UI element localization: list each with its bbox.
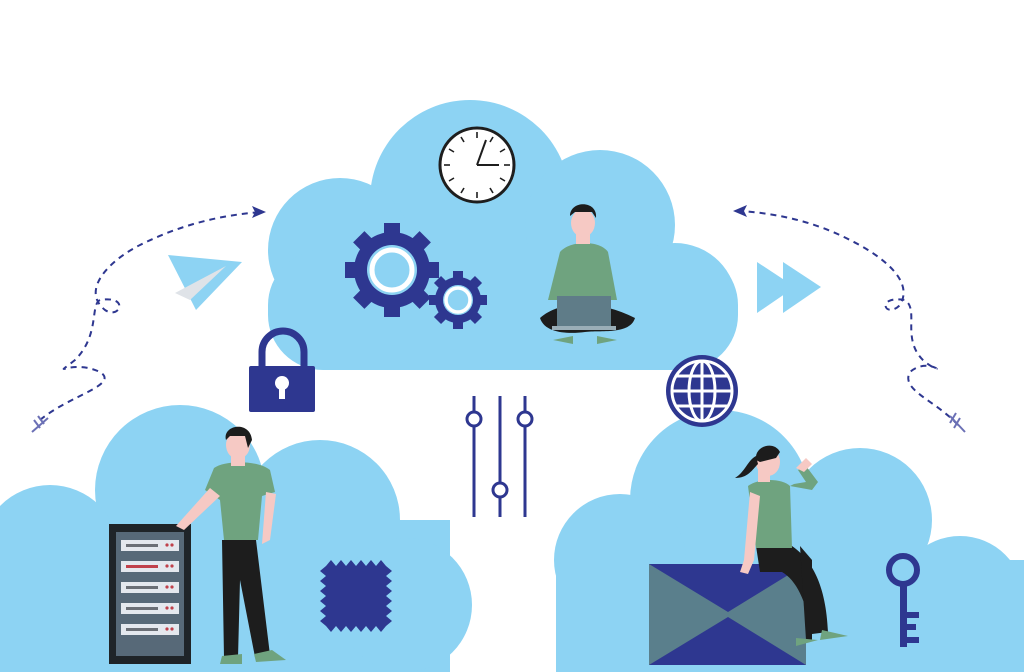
globe-icon bbox=[666, 355, 738, 427]
right-arrow-tail bbox=[949, 412, 966, 433]
sliders-icon bbox=[465, 396, 534, 517]
envelope-icon bbox=[649, 564, 806, 665]
paper-plane-icon bbox=[168, 255, 242, 310]
right-dashed-arrow bbox=[741, 210, 959, 426]
small-gear-icon bbox=[429, 271, 487, 329]
sitting-woman bbox=[735, 445, 848, 646]
left-arrow-tail bbox=[31, 415, 49, 433]
padlock-icon bbox=[249, 327, 315, 412]
left-dashed-arrow bbox=[39, 211, 263, 421]
fast-forward-icon bbox=[757, 262, 821, 313]
person-with-laptop bbox=[540, 204, 635, 344]
server-rack-icon bbox=[109, 524, 191, 664]
standing-man bbox=[176, 426, 286, 664]
clock-icon bbox=[438, 126, 516, 204]
microchip-icon bbox=[320, 560, 392, 632]
gear-icon bbox=[345, 223, 439, 317]
left-arrowhead bbox=[252, 206, 266, 218]
right-arrowhead bbox=[733, 205, 747, 217]
key-icon bbox=[886, 553, 920, 647]
